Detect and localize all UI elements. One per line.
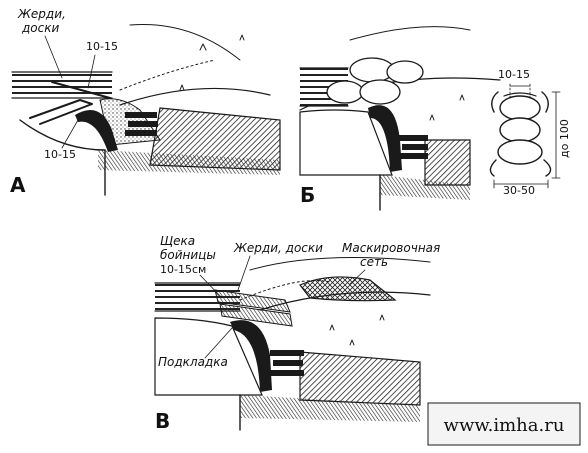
watermark-text: www.imha.ru — [444, 415, 565, 436]
panel-a-letter: А — [10, 173, 26, 197]
panel-a-label-poles-2: доски — [21, 21, 59, 35]
panel-a-sandbags — [125, 112, 158, 136]
panel-a-sight-line — [119, 59, 216, 91]
panel-a-grass — [179, 34, 245, 91]
panel-a: Жерди, доски 10-15 10-15 А — [10, 7, 281, 197]
panel-b-hill-line — [349, 26, 471, 41]
panel-a-plank — [29, 99, 93, 125]
panel-a-dim-side: 10-15 — [44, 148, 76, 161]
panel-a-dim-top: 10-15 — [86, 40, 118, 53]
panel-b: 10-15 до 100 30-50 Б — [299, 26, 571, 211]
panel-b-dim-height-line — [551, 91, 561, 179]
panel-v-embrasure — [154, 317, 263, 396]
panel-b-dim-width-line — [493, 179, 549, 189]
panel-v-leader-poles — [237, 255, 251, 291]
watermark: www.imha.ru — [427, 402, 581, 446]
panel-v-grass — [329, 314, 385, 346]
panel-v-label-cheek-2: бойницы — [160, 248, 216, 262]
panel-v-label-poles: Жерди, доски — [233, 241, 323, 255]
panel-v-leader-base — [204, 327, 233, 359]
watermark-box — [427, 402, 581, 446]
panel-b-ground — [424, 139, 471, 186]
panel-b-embrasure — [299, 109, 393, 176]
panel-b-dim-top — [509, 83, 531, 101]
panel-v-dim-cheek: 10-15см — [160, 263, 206, 276]
panel-b-dim-top-label: 10-15 — [498, 68, 530, 81]
panel-b-grass — [429, 94, 465, 121]
panel-v-label-net-2: сеть — [360, 255, 388, 269]
panel-b-top-sandbags — [326, 57, 424, 105]
panel-a-hill-line — [129, 23, 241, 61]
panel-b-dim-width-label: 30-50 — [503, 184, 535, 197]
panel-v-cheek-logs — [214, 289, 293, 327]
panel-v-sandbags — [270, 350, 304, 376]
panel-a-leader-dim-side — [61, 119, 79, 149]
panel-v-letter: В — [155, 409, 170, 433]
panel-b-letter: Б — [300, 183, 315, 207]
panel-v-label-base: Подкладка — [158, 355, 228, 369]
panel-a-leader-dim-top — [87, 54, 96, 89]
panel-a-trench-floor — [98, 150, 280, 175]
panel-b-dim-height-label: до 100 — [558, 119, 571, 158]
panel-v-cheek — [230, 320, 272, 392]
panel-b-sandbags — [398, 135, 428, 159]
panel-v-hill-line — [249, 257, 431, 271]
panel-v-label-cheek-1: Щека — [160, 234, 195, 248]
panel-v-camouflage-net — [299, 276, 397, 302]
panel-v-leader-net — [349, 269, 366, 285]
panel-a-label-poles-1: Жерди, — [17, 7, 66, 21]
panel-v: Щека бойницы 10-15см Жерди, доски Маскир… — [154, 234, 440, 433]
panel-v-trench-floor — [240, 395, 420, 422]
panel-b-cheek — [368, 105, 402, 172]
panel-a-board — [51, 81, 111, 99]
panel-b-trench-floor — [380, 175, 470, 200]
panel-a-cheek — [75, 110, 118, 152]
panel-v-label-net-1: Маскировочная — [342, 241, 440, 255]
panel-b-sandbag-section — [489, 91, 552, 177]
panel-a-leader-poles — [44, 35, 63, 79]
panel-v-leader-cheek — [199, 274, 223, 299]
panel-a-parapet-top — [119, 87, 271, 106]
panel-v-ground — [299, 351, 421, 406]
panel-a-trench-wall — [19, 119, 106, 196]
